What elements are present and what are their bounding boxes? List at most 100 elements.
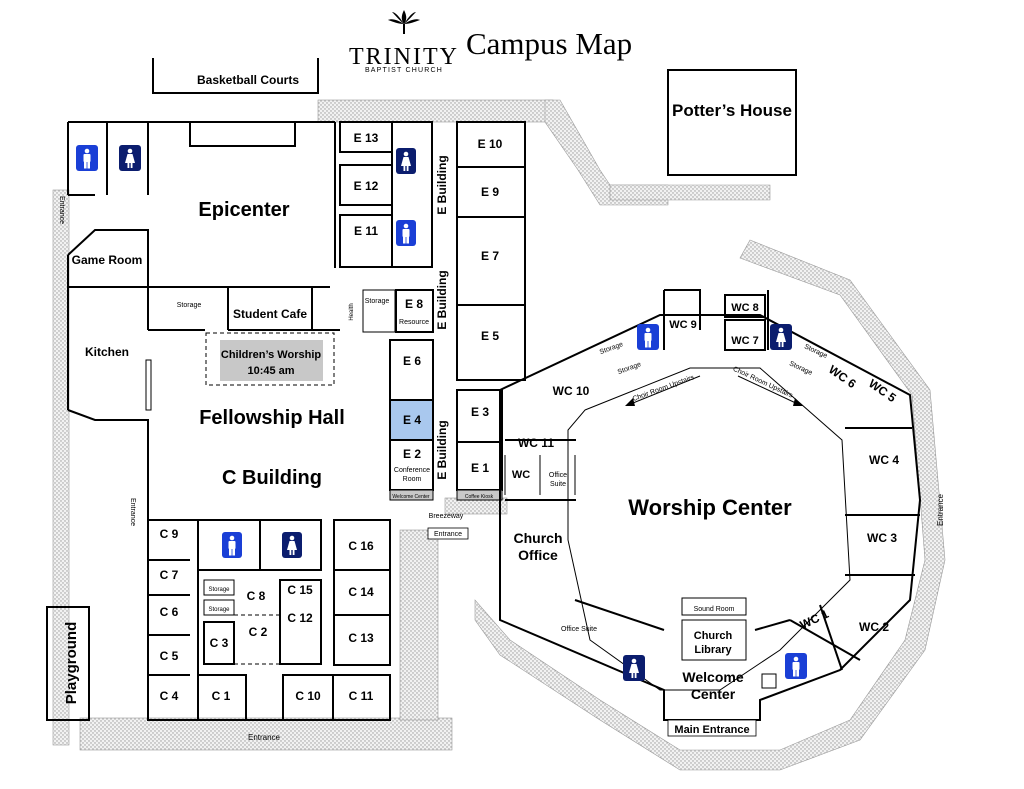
svg-text:C 3: C 3 — [210, 636, 229, 650]
svg-text:E 10: E 10 — [478, 137, 503, 151]
svg-text:Church: Church — [694, 630, 733, 642]
logo-subtitle: BAPTIST CHURCH — [365, 67, 443, 74]
svg-text:E 11: E 11 — [354, 224, 378, 238]
svg-text:WC 10: WC 10 — [553, 384, 590, 398]
entrance-west2-label: Entrance — [129, 498, 136, 526]
svg-text:Storage: Storage — [208, 587, 230, 593]
svg-text:C 9: C 9 — [160, 527, 179, 541]
svg-text:Room: Room — [403, 476, 422, 483]
restroom-women-icon — [770, 324, 792, 350]
svg-text:Conference: Conference — [394, 467, 430, 474]
e-building-label-1: E Building — [435, 155, 449, 214]
e-building: E 13 E 12 E 11 E 10 E 9 E 7 E 5 E 8 Reso… — [339, 121, 526, 540]
svg-text:C 16: C 16 — [348, 539, 374, 553]
restroom-men-icon — [222, 532, 242, 558]
svg-text:10:45 am: 10:45 am — [247, 365, 294, 377]
svg-text:Basketball Courts: Basketball Courts — [197, 73, 299, 87]
svg-text:Sound Room: Sound Room — [694, 606, 735, 613]
kitchen-label: Kitchen — [85, 345, 129, 359]
svg-text:C 1: C 1 — [212, 689, 231, 703]
health-label: Health — [349, 303, 355, 320]
entrance-south-label: Entrance — [248, 733, 281, 742]
epicenter-building: Epicenter Game Room Kitchen Storage Stud… — [58, 121, 355, 526]
walkway-worship-ring — [474, 239, 946, 771]
restroom-men-icon — [785, 653, 807, 679]
header: TRINITY BAPTIST CHURCH Campus Map — [349, 10, 632, 74]
svg-text:Playground: Playground — [63, 622, 80, 705]
svg-text:E 4: E 4 — [403, 413, 421, 427]
svg-text:C 2: C 2 — [249, 625, 268, 639]
svg-text:Children’s Worship: Children’s Worship — [221, 349, 322, 361]
svg-text:C 13: C 13 — [348, 631, 374, 645]
entrance-east-label: Entrance — [936, 493, 945, 526]
svg-text:Welcome: Welcome — [682, 669, 743, 685]
walkway-top — [609, 184, 771, 201]
svg-text:WC 11: WC 11 — [518, 436, 554, 450]
walkway-north — [317, 99, 554, 123]
church-office-label-1: Church — [514, 530, 563, 546]
walkway-c-east — [399, 529, 439, 721]
restroom-women-icon — [282, 532, 302, 558]
svg-text:Storage: Storage — [365, 298, 390, 305]
svg-text:Center: Center — [691, 686, 736, 702]
worship-center-label: Worship Center — [628, 495, 792, 520]
svg-text:E 2: E 2 — [403, 447, 421, 461]
potters-house: Potter’s House — [667, 69, 797, 176]
svg-text:WC 1: WC 1 — [798, 607, 831, 633]
playground: Playground — [46, 606, 90, 721]
svg-text:WC 4: WC 4 — [869, 453, 899, 467]
svg-text:Office: Office — [549, 472, 567, 479]
logo-name: TRINITY — [349, 44, 459, 70]
storage-label: Storage — [177, 302, 202, 309]
svg-text:Suite: Suite — [550, 481, 566, 488]
svg-text:C 8: C 8 — [247, 589, 266, 603]
svg-text:E 9: E 9 — [481, 185, 499, 199]
svg-text:C 12: C 12 — [287, 611, 313, 625]
svg-text:E 13: E 13 — [354, 131, 379, 145]
church-office-label-2: Office — [518, 547, 558, 563]
svg-text:E 1: E 1 — [471, 461, 489, 475]
svg-text:Potter’s House: Potter’s House — [672, 101, 792, 120]
entrance-breezeway-label: Entrance — [434, 531, 462, 538]
page-title: Campus Map — [466, 26, 632, 61]
svg-text:WC 7: WC 7 — [731, 335, 759, 347]
svg-text:E 6: E 6 — [403, 354, 421, 368]
svg-text:E 12: E 12 — [354, 179, 379, 193]
svg-text:WC: WC — [512, 469, 530, 481]
walkway-south — [79, 717, 453, 751]
svg-text:Storage: Storage — [617, 361, 643, 376]
svg-text:Storage: Storage — [599, 341, 625, 356]
breezeway-label: Breezeway — [429, 513, 464, 520]
c-building-label: C Building — [222, 467, 322, 489]
svg-text:E 7: E 7 — [481, 249, 499, 263]
svg-text:C 15: C 15 — [287, 583, 313, 597]
svg-text:C 10: C 10 — [295, 689, 321, 703]
game-room-label: Game Room — [72, 253, 143, 267]
worship-center-building: WC 9 WC 8 WC 7 WC 10 WC 11 WC Office Sui… — [499, 289, 945, 737]
svg-text:Office Suite: Office Suite — [561, 626, 597, 633]
student-cafe-label: Student Cafe — [233, 307, 307, 321]
restroom-women-icon — [623, 655, 645, 681]
svg-text:Library: Library — [694, 644, 732, 656]
svg-text:WC 2: WC 2 — [859, 620, 889, 634]
restroom-men-icon — [76, 145, 98, 171]
main-entrance-label: Main Entrance — [674, 724, 749, 736]
svg-text:E 3: E 3 — [471, 405, 489, 419]
e-building-label-3: E Building — [435, 420, 449, 479]
logo-flame-icon — [388, 10, 420, 34]
svg-text:WC 3: WC 3 — [867, 531, 897, 545]
fellowship-hall-label: Fellowship Hall — [199, 407, 345, 429]
svg-text:Welcome Center: Welcome Center — [392, 494, 429, 500]
restroom-men-icon — [637, 324, 659, 350]
restroom-men-icon — [396, 220, 416, 246]
svg-text:WC 8: WC 8 — [731, 302, 759, 314]
restroom-women-icon — [396, 148, 416, 174]
c-building-rooms: C 9 C 7 C 6 C 5 C 4 C 1 C 8 C 2 C 3 C 15… — [147, 519, 391, 742]
svg-text:E 5: E 5 — [481, 329, 499, 343]
epicenter-label: Epicenter — [198, 199, 289, 221]
svg-text:C 14: C 14 — [348, 585, 374, 599]
restroom-women-icon — [119, 145, 141, 171]
childrens-worship — [220, 340, 323, 381]
room-e4 — [389, 399, 434, 441]
